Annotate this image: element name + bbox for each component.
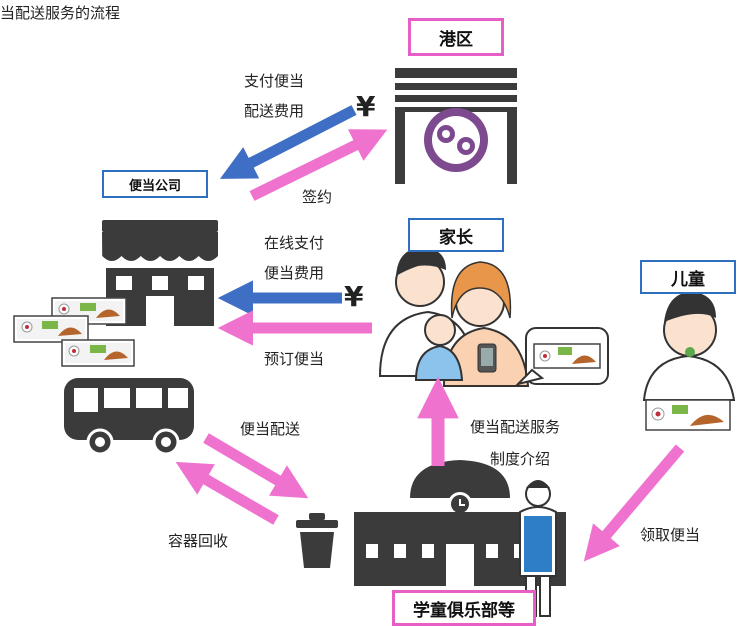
node-port-district: 港区 xyxy=(408,18,504,56)
delivery-arrow xyxy=(203,433,309,499)
contract-arrow xyxy=(249,129,388,201)
label-delivery: 便当配送 xyxy=(240,420,301,438)
bus-icon xyxy=(64,378,194,456)
container-return-arrow xyxy=(175,461,279,525)
node-bento-company: 便当公司 xyxy=(102,170,208,198)
node-school-club: 学童俱乐部等 xyxy=(392,590,536,626)
node-children: 儿童 xyxy=(640,260,736,294)
family-icon xyxy=(378,248,530,387)
node-parents: 家长 xyxy=(408,218,504,252)
child-eating-icon xyxy=(642,292,736,431)
label-container-return: 容器回收 xyxy=(168,532,229,550)
label-pay-fee-line2: 配送费用 xyxy=(244,102,305,120)
label-contract: 签约 xyxy=(302,188,333,206)
trash-can-icon xyxy=(296,513,338,568)
label-online-pay-line1: 在线支付 xyxy=(264,234,325,252)
label-intro-line2: 制度介绍 xyxy=(490,450,551,468)
bento-box-icon xyxy=(13,297,135,367)
pay-delivery-fee-arrow xyxy=(219,105,357,179)
label-order: 预订便当 xyxy=(264,350,325,368)
label-intro-line1: 便当配送服务 xyxy=(470,418,561,436)
bento-bubble xyxy=(514,327,609,386)
pickup-arrow xyxy=(583,444,685,562)
page-title: 当配送服务的流程 xyxy=(0,4,121,22)
office-building-icon xyxy=(395,68,517,184)
label-pickup: 领取便当 xyxy=(640,526,701,544)
yen-symbol-fee: ¥ xyxy=(356,90,376,123)
label-pay-fee-line1: 支付便当 xyxy=(244,72,305,90)
yen-symbol-online: ¥ xyxy=(344,280,364,313)
label-online-pay-line2: 便当费用 xyxy=(264,264,325,282)
